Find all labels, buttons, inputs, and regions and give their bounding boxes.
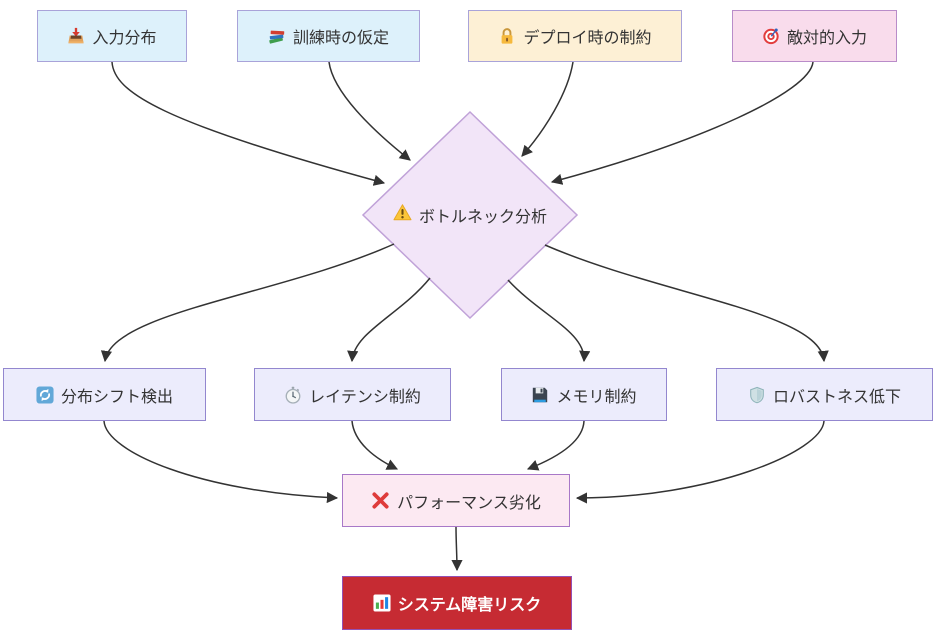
node-input-dist: 入力分布 [37, 10, 187, 62]
shield-icon [748, 386, 766, 404]
cross-mark-icon [371, 491, 390, 510]
edge-memory-to-perf [526, 420, 585, 471]
edge-bottleneck-to-memory [507, 279, 591, 363]
node-latency: レイテンシ制約 [254, 368, 451, 421]
node-memory: メモリ制約 [501, 368, 667, 421]
bottleneck-diamond-shape [361, 110, 579, 320]
node-system-risk: システム障害リスク [342, 576, 572, 630]
node-label: 入力分布 [92, 30, 157, 47]
lock-icon [498, 27, 516, 45]
node-label: メモリ制約 [556, 388, 637, 406]
stopwatch-icon [284, 386, 302, 404]
edge-bottleneck-to-robustness [544, 244, 829, 363]
node-label: 訓練時の仮定 [292, 30, 389, 47]
warning-icon [393, 203, 412, 227]
inbox-tray-icon [67, 27, 85, 45]
edge-bottleneck-to-dist-shift [100, 243, 395, 363]
node-label: ロバストネス低下 [772, 388, 901, 406]
floppy-disk-icon [531, 386, 549, 404]
node-label: システム障害リスク [397, 597, 542, 614]
node-deploy-constraint: デプロイ時の制約 [468, 10, 682, 62]
edge-input-dist-to-bottleneck [111, 61, 386, 186]
edge-robustness-to-perf [575, 420, 825, 504]
node-label: レイテンシ制約 [309, 388, 421, 406]
edge-latency-to-perf [351, 420, 399, 470]
node-adversarial: 敵対的入力 [732, 10, 897, 62]
node-robustness: ロバストネス低下 [716, 368, 933, 421]
edge-bottleneck-to-latency [347, 277, 431, 363]
bar-chart-icon [373, 594, 391, 612]
edge-adversarial-to-bottleneck [550, 61, 814, 185]
edge-deploy-constraint-to-bottleneck [521, 61, 574, 157]
node-label: デプロイ時の制約 [523, 30, 652, 47]
node-label: ボトルネック分析 [418, 209, 548, 226]
node-training-assume: 訓練時の仮定 [237, 10, 420, 62]
edge-dist-shift-to-perf [103, 420, 339, 504]
node-label: 敵対的入力 [786, 30, 867, 47]
node-perf-degrade: パフォーマンス劣化 [342, 474, 570, 527]
books-icon [268, 27, 286, 45]
node-bottleneck: ボトルネック分析 [393, 203, 547, 227]
edge-perf-to-system-risk [451, 526, 463, 572]
edge-training-assume-to-bottleneck [328, 61, 411, 161]
cycle-arrows-icon [36, 385, 54, 404]
node-dist-shift: 分布シフト検出 [3, 368, 206, 421]
node-label: 分布シフト検出 [60, 388, 173, 406]
node-label: パフォーマンス劣化 [397, 494, 541, 512]
target-icon [762, 27, 780, 45]
